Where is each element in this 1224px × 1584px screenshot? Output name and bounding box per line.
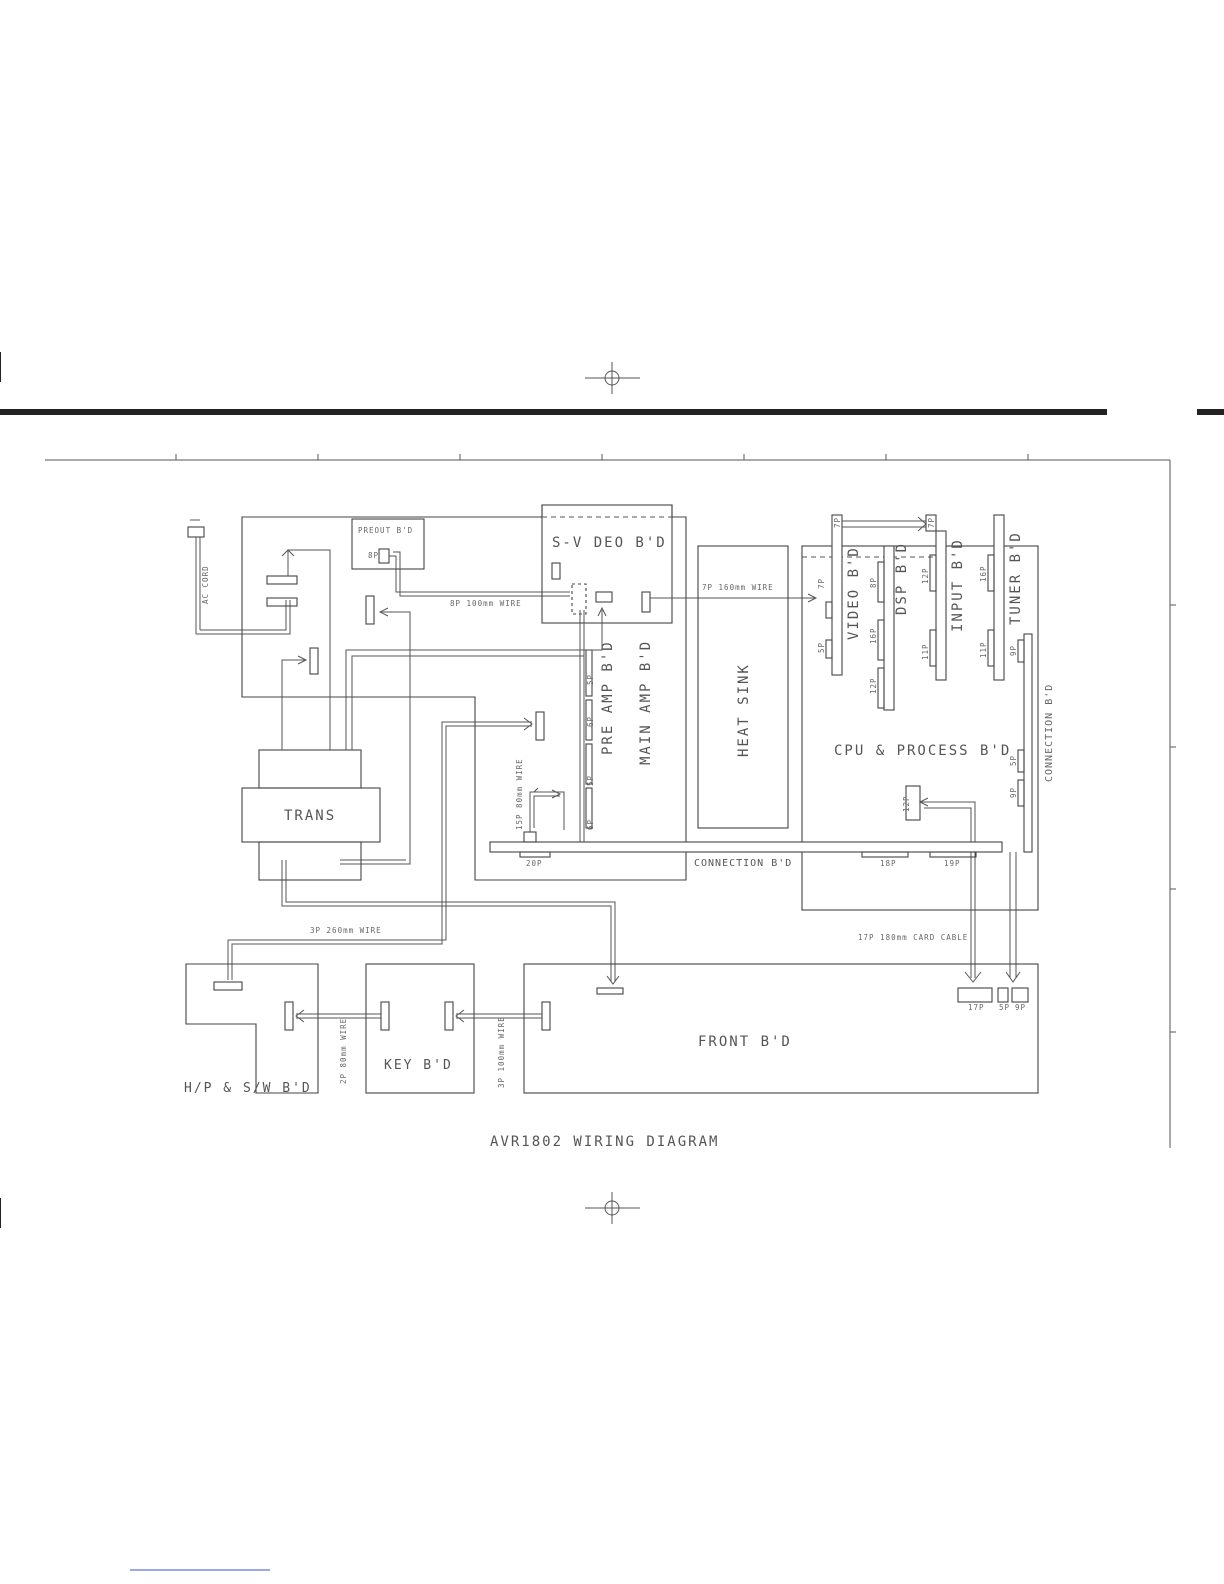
- wire-2p-label: 2P 80mm WIRE: [339, 1018, 348, 1084]
- connection-board-bottom: 20P 18P 19P CONNECTION B'D 15P 80mm WIRE: [489, 758, 1003, 869]
- preout-board: PREOUT B'D 8P 8P 100mm WIRE: [351, 518, 570, 608]
- conn-9p-label: 9P: [1009, 645, 1018, 656]
- wire-17p-label: 17P 180mm CARD CABLE: [858, 933, 968, 942]
- diagram-title: AVR1802 WIRING DIAGRAM: [490, 1134, 719, 1150]
- tuner-11p-label: 11P: [979, 641, 988, 658]
- video-7p-top-label: 7P: [833, 517, 842, 528]
- wire-15p-label: 15P 80mm WIRE: [515, 758, 524, 830]
- power-switch-upper: [266, 575, 298, 585]
- video-7p-label: 7P: [817, 578, 826, 589]
- input-11p-label: 11P: [921, 643, 930, 660]
- input-12p-label: 12P: [921, 567, 930, 584]
- input-board: 12P 11P INPUT B'D: [921, 530, 966, 681]
- main-amp-board-label: MAIN AMP B'D: [638, 640, 654, 765]
- conn-5p-label: 5P: [1009, 755, 1018, 766]
- wire-7p-label: 7P 160mm WIRE: [702, 583, 774, 592]
- pre-amp-board-label: PRE AMP B'D: [600, 640, 616, 755]
- conn-19p-label: 19P: [944, 859, 961, 868]
- front-5p-label: 5P: [999, 1003, 1010, 1012]
- tuner-board: 16P 11P TUNER B'D: [979, 514, 1024, 681]
- pre-amp-con-3: 5P: [586, 775, 595, 786]
- tuner-16p-label: 16P: [979, 565, 988, 582]
- input-7p-top-label: 7P: [927, 517, 936, 528]
- wire-3p-260: 3P 260mm WIRE 17P 180mm CARD CABLE: [227, 711, 968, 980]
- transformer: TRANS: [241, 595, 624, 995]
- registration-mark-top: [585, 362, 640, 394]
- power-switch-lower: [266, 597, 298, 607]
- ac-cord-label: AC CORD: [201, 565, 210, 604]
- video-board: 7P 7P 7P 5P VIDEO B'D: [817, 514, 937, 676]
- dsp-16p-label: 16P: [869, 627, 878, 644]
- ac-cord: AC CORD: [187, 519, 291, 635]
- registration-mark-bottom: [585, 1192, 640, 1224]
- cpu-process-board-label: CPU & PROCESS B'D: [834, 743, 1011, 759]
- heat-sink-label: HEAT SINK: [736, 663, 752, 757]
- transformer-label: TRANS: [284, 808, 336, 824]
- preout-board-label: PREOUT B'D: [358, 526, 413, 535]
- dsp-board: 8P 16P 12P DSP B'D: [869, 542, 910, 711]
- hp-sw-board: H/P & S/W B'D: [184, 963, 319, 1096]
- conn-18p-label: 18P: [880, 859, 897, 868]
- hp-sw-board-label: H/P & S/W B'D: [184, 1081, 312, 1096]
- dsp-board-label: DSP B'D: [894, 542, 910, 615]
- wire-3p-260-label: 3P 260mm WIRE: [310, 926, 382, 935]
- front-9p-label: 9P: [1015, 1003, 1026, 1012]
- pre-amp-con-2: 6P: [586, 716, 595, 727]
- svideo-board-label: S-V DEO B'D: [552, 535, 667, 551]
- tuner-board-label: TUNER B'D: [1008, 531, 1024, 625]
- heat-sink: HEAT SINK: [697, 545, 789, 829]
- front-board-label: FRONT B'D: [698, 1034, 792, 1050]
- key-board-label: KEY B'D: [384, 1058, 453, 1073]
- svideo-board: S-V DEO B'D 7P 160mm WIRE: [541, 504, 818, 624]
- key-board: 2P 80mm WIRE KEY B'D: [295, 963, 475, 1094]
- pre-amp-con-1: 5P: [586, 674, 595, 685]
- pre-amp-con-4: 6P: [586, 819, 595, 830]
- connection-board-bottom-label: CONNECTION B'D: [694, 858, 792, 869]
- front-board: 3P 100mm WIRE 17P 5P 9P FRONT B'D: [455, 963, 1039, 1094]
- page-frame: [0, 352, 1224, 1571]
- trans-to-switch-wire: [281, 549, 331, 750]
- pre-amp-board: 5P 6P 5P 6P PRE AMP B'D: [579, 610, 616, 843]
- video-board-label: VIDEO B'D: [846, 546, 862, 640]
- cpu-process-board: CPU & PROCESS B'D 12P: [801, 545, 1039, 983]
- wire-8p-label: 8P 100mm WIRE: [450, 599, 522, 608]
- input-board-label: INPUT B'D: [950, 538, 966, 632]
- preout-8p-label: 8P: [368, 551, 379, 560]
- conn-9p-2-label: 9P: [1009, 787, 1018, 798]
- conn-20p-label: 20P: [526, 859, 543, 868]
- connection-board-right-label: CONNECTION B'D: [1044, 684, 1055, 782]
- video-5p-label: 5P: [817, 642, 826, 653]
- cpu-12p-label: 12P: [902, 795, 911, 812]
- dsp-12p-label: 12P: [869, 677, 878, 694]
- wire-3p-100-label: 3P 100mm WIRE: [497, 1016, 506, 1088]
- front-17p-label: 17P: [968, 1003, 985, 1012]
- dsp-8p-label: 8P: [869, 577, 878, 588]
- connection-board-right: 9P 5P 9P CONNECTION B'D: [1005, 633, 1055, 983]
